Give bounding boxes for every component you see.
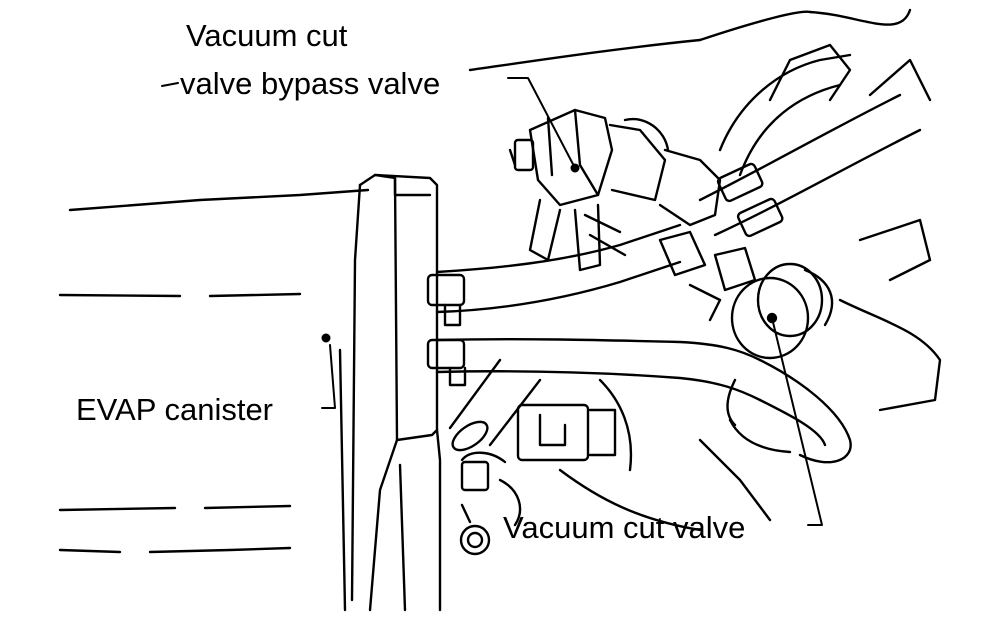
leader-lines [161,77,823,526]
right-pipes [658,43,922,322]
label-bypass-line1: Vacuum cut [186,18,348,53]
lower-brackets [459,378,633,556]
diagonal-hose [448,358,542,452]
leader-cut-valve [771,317,823,526]
evap-canister [338,173,442,612]
label-evap-canister: EVAP canister [76,392,274,427]
loop-hose [726,358,852,464]
vacuum-cut-valve-body [730,262,834,360]
label-vacuum-cut-valve: Vacuum cut valve [503,510,746,545]
leader-bypass [507,77,576,169]
upper-hose [426,223,682,327]
bypass-valve-body [508,108,722,272]
leader-canister [321,344,336,409]
background-contours [58,8,942,554]
label-bypass-line2: valve bypass valve [180,66,441,101]
lower-hose [426,337,762,402]
bypass-label-tick [161,82,179,87]
